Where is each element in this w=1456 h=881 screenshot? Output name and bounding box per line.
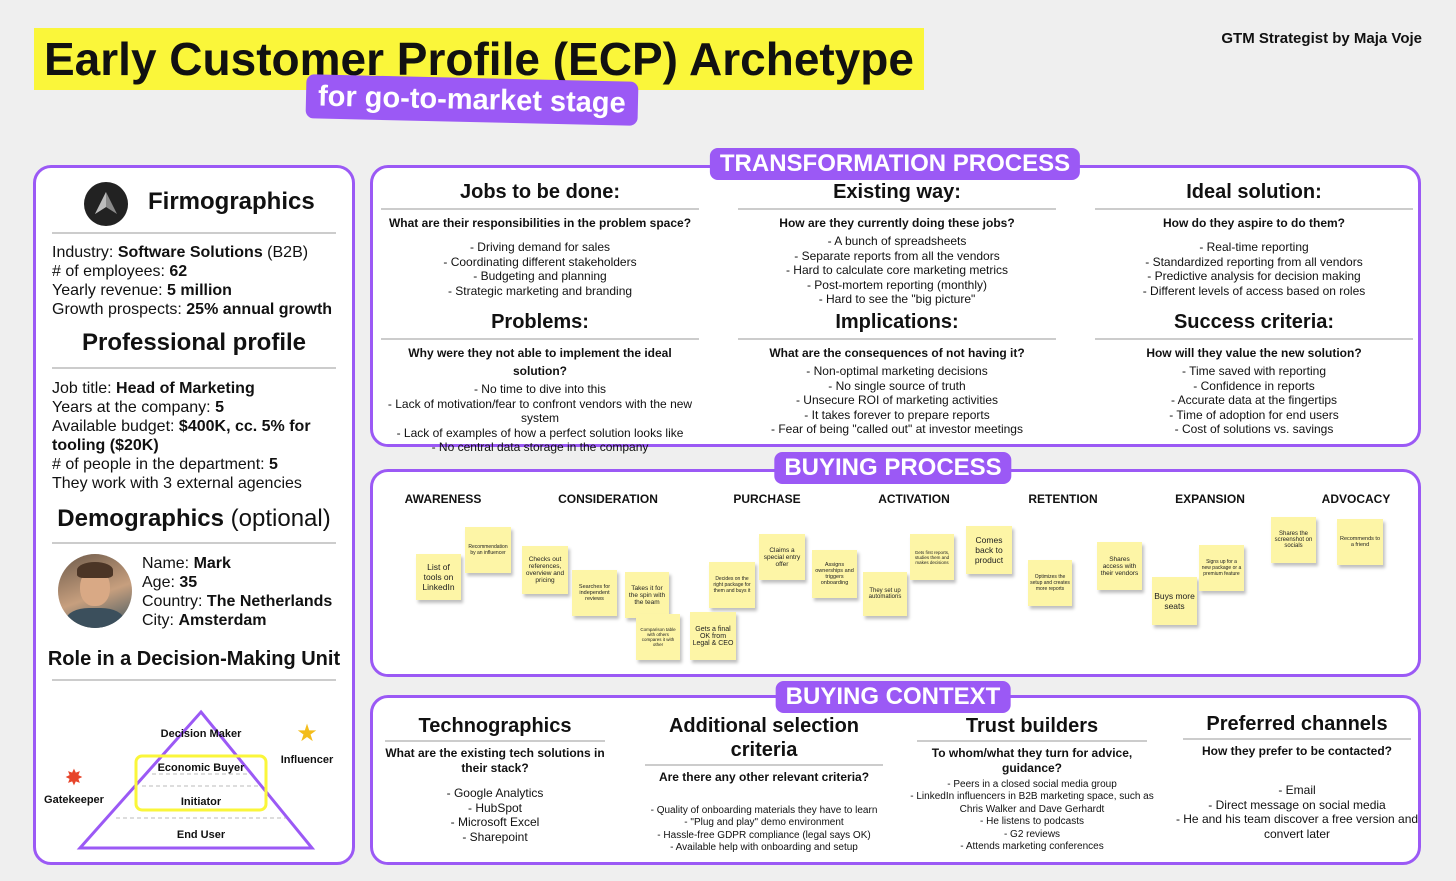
dmu-title: Role in a Decision-Making Unit bbox=[47, 648, 341, 670]
explosion-icon: ✸ bbox=[64, 765, 84, 790]
firmographics-title: Firmographics bbox=[148, 188, 315, 215]
divider bbox=[52, 367, 336, 369]
transformation-process-label: TRANSFORMATION PROCESS bbox=[709, 148, 1081, 180]
sticky-note: Claims a special entry offer bbox=[759, 534, 805, 580]
dmu-pyramid bbox=[76, 709, 316, 850]
department-row: # of people in the department: 5 bbox=[52, 456, 278, 473]
sticky-note: Signs up for a new package or a premium … bbox=[1199, 545, 1244, 591]
job-title-row: Job title: Head of Marketing bbox=[52, 380, 255, 397]
divider bbox=[52, 232, 336, 234]
avatar bbox=[58, 554, 132, 628]
name-row: Name: Mark bbox=[142, 555, 231, 572]
problems: Problems: Why were they not able to impl… bbox=[381, 310, 699, 455]
revenue-row: Yearly revenue: 5 million bbox=[52, 282, 232, 299]
demographics-title: Demographics (optional) bbox=[57, 505, 331, 532]
page-subtitle: for go-to-market stage bbox=[305, 74, 639, 126]
employees-row: # of employees: 62 bbox=[52, 263, 188, 280]
sticky-note: Optimizes the setup and creates more rep… bbox=[1028, 560, 1072, 606]
influencer-label: Influencer bbox=[280, 754, 334, 766]
age-row: Age: 35 bbox=[142, 574, 198, 591]
sticky-note: Checks out references, overview and pric… bbox=[522, 546, 568, 594]
stage-consideration: CONSIDERATION bbox=[558, 492, 658, 506]
trust-builders: Trust builders To whom/what they turn fo… bbox=[910, 715, 1154, 853]
buying-process-card: AWARENESS CONSIDERATION PURCHASE ACTIVAT… bbox=[370, 469, 1421, 677]
preferred-channels: Preferred channels How they prefer to be… bbox=[1175, 713, 1419, 841]
sticky-note: Comes back to product bbox=[966, 526, 1012, 574]
industry-row: Industry: Software Solutions (B2B) bbox=[52, 244, 309, 261]
stage-retention: RETENTION bbox=[1028, 492, 1098, 506]
sticky-note: Buys more seats bbox=[1152, 577, 1197, 625]
sticky-note: List of tools on LinkedIn bbox=[416, 554, 461, 600]
initiator-label: Initiator bbox=[180, 796, 222, 808]
stage-purchase: PURCHASE bbox=[733, 492, 801, 506]
divider bbox=[52, 542, 336, 544]
buying-context-label: BUYING CONTEXT bbox=[775, 681, 1011, 713]
transformation-card: Jobs to be done: What are their responsi… bbox=[370, 165, 1421, 454]
end-user-label: End User bbox=[176, 829, 226, 841]
sticky-note: Searches for independent reviews bbox=[572, 570, 617, 616]
budget-row: Available budget: $400K, cc. 5% for tool… bbox=[52, 418, 311, 454]
agencies-row: They work with 3 external agencies bbox=[52, 475, 302, 492]
stage-advocacy: ADVOCACY bbox=[1321, 492, 1391, 506]
city-row: City: Amsterdam bbox=[142, 612, 267, 629]
sticky-note: Gets first reports, studies them and mak… bbox=[910, 534, 954, 580]
sticky-note: Decides on the right package for them an… bbox=[709, 562, 755, 608]
profile-card: Firmographics Industry: Software Solutio… bbox=[33, 165, 355, 865]
additional-selection-criteria: Additional selection criteria Are there … bbox=[635, 714, 893, 855]
implications: Implications: What are the consequences … bbox=[738, 310, 1056, 437]
buying-process-label: BUYING PROCESS bbox=[774, 452, 1012, 484]
existing-way: Existing way: How are they currently doi… bbox=[738, 180, 1056, 307]
sticky-note: They set up automations bbox=[863, 572, 907, 616]
arrow-logo-icon bbox=[84, 182, 128, 226]
gatekeeper-label: Gatekeeper bbox=[44, 794, 104, 806]
page-title: Early Customer Profile (ECP) Archetype bbox=[34, 28, 924, 90]
economic-buyer-label: Economic Buyer bbox=[157, 762, 245, 774]
years-row: Years at the company: 5 bbox=[52, 399, 224, 416]
country-row: Country: The Netherlands bbox=[142, 593, 333, 610]
divider bbox=[52, 679, 336, 681]
sticky-note: Shares the screenshot on socials bbox=[1271, 517, 1316, 563]
buying-context-card: Technographics What are the existing tec… bbox=[370, 695, 1421, 865]
growth-row: Growth prospects: 25% annual growth bbox=[52, 301, 333, 318]
ideal-solution: Ideal solution: How do they aspire to do… bbox=[1095, 180, 1413, 298]
demographics-details: Name: Mark Age: 35 Country: The Netherla… bbox=[142, 554, 342, 630]
technographics: Technographics What are the existing tec… bbox=[385, 715, 605, 844]
sticky-note: Takes it for the spin with the team bbox=[625, 572, 669, 618]
sticky-note: Comparison table with others compares it… bbox=[636, 614, 680, 660]
star-icon: ★ bbox=[296, 720, 318, 747]
jobs-to-be-done: Jobs to be done: What are their responsi… bbox=[381, 180, 699, 298]
firmographics-details: Industry: Software Solutions (B2B) # of … bbox=[52, 243, 342, 319]
sticky-note: Shares access with their vendors bbox=[1097, 542, 1142, 590]
stage-expansion: EXPANSION bbox=[1175, 492, 1245, 506]
sticky-note: Recommends to a friend bbox=[1337, 519, 1383, 565]
decision-maker-label: Decision Maker bbox=[160, 728, 242, 740]
author-credit: GTM Strategist by Maja Voje bbox=[1221, 30, 1422, 47]
sticky-note: Recommendation by an influencer bbox=[465, 527, 511, 573]
stage-awareness: AWARENESS bbox=[404, 492, 482, 506]
stage-activation: ACTIVATION bbox=[878, 492, 950, 506]
professional-details: Job title: Head of Marketing Years at th… bbox=[52, 379, 342, 493]
sticky-note: Gets a final OK from Legal & CEO bbox=[690, 612, 736, 660]
success-criteria: Success criteria: How will they value th… bbox=[1095, 310, 1413, 437]
professional-profile-title: Professional profile bbox=[81, 329, 307, 356]
sticky-note: Assigns ownerships and triggers onboardi… bbox=[812, 550, 857, 598]
